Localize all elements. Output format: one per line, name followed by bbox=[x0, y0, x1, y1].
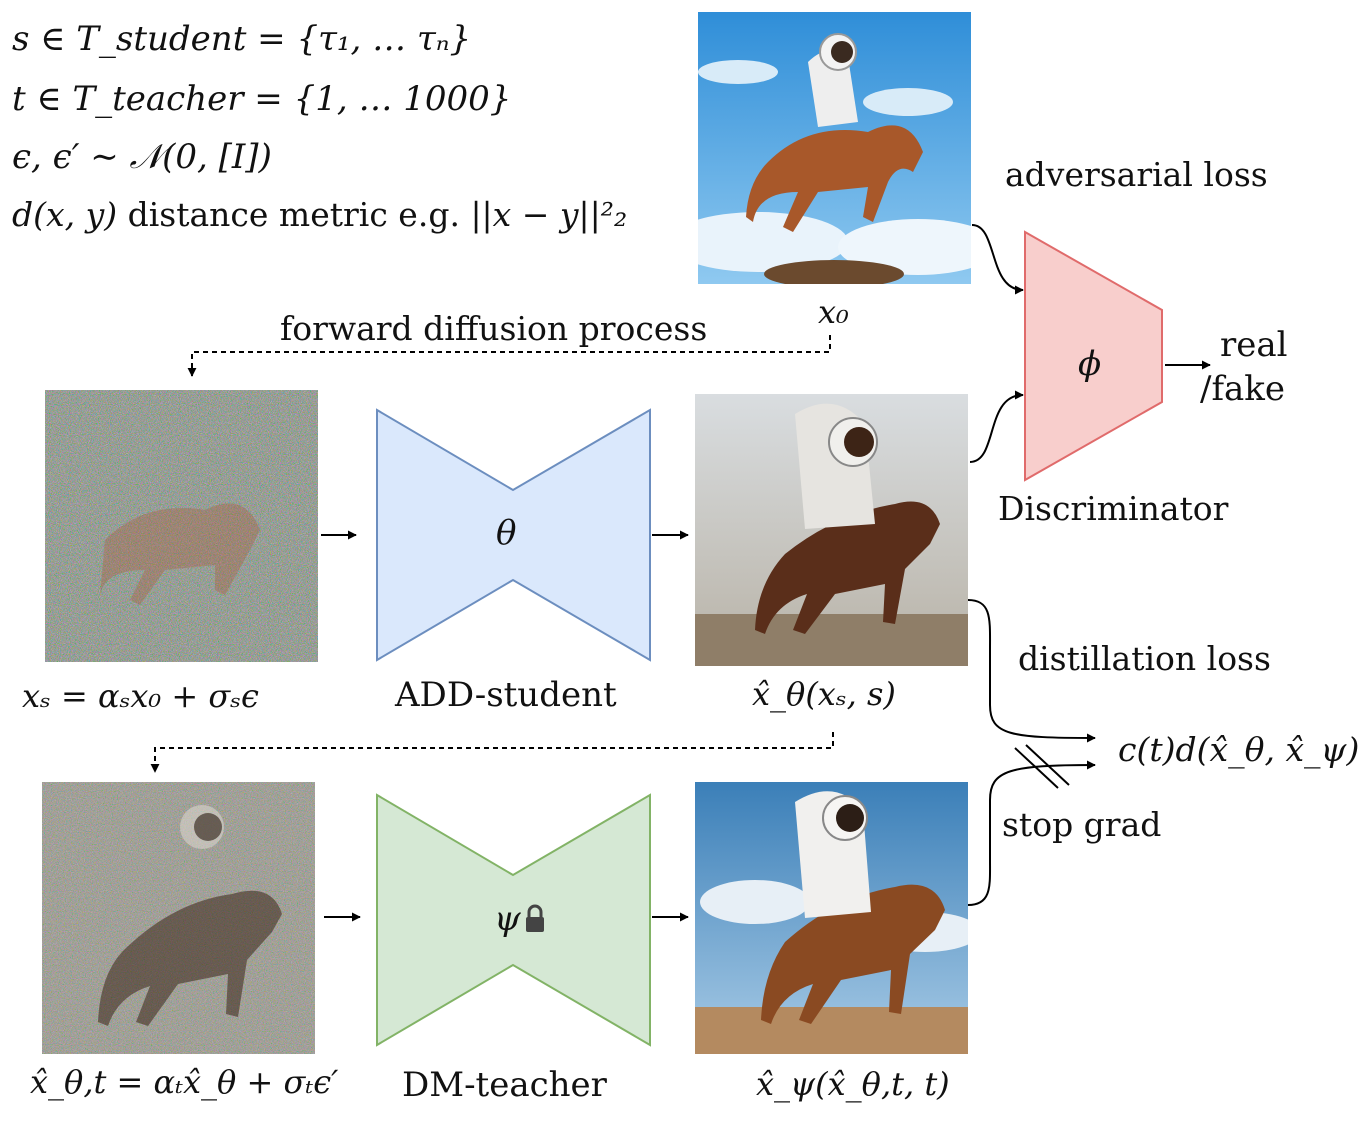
def-distance-norm: ||x − y||²₂ bbox=[470, 195, 628, 234]
teacher-output-image bbox=[695, 782, 968, 1054]
noisy-image-xs bbox=[45, 390, 318, 662]
def-distance-math: d(x, y) bbox=[12, 195, 118, 234]
def-distance: d(x, y) distance metric e.g. ||x − y||²₂ bbox=[12, 198, 627, 231]
def-student-timesteps: s ∈ T_student = {τ₁, … τₙ} bbox=[12, 19, 472, 59]
teacher-network-shape bbox=[376, 793, 651, 1047]
distillation-loss-label: distillation loss bbox=[1018, 639, 1271, 678]
student-network-shape bbox=[376, 408, 651, 662]
def-teacher-timesteps: t ∈ T_teacher = {1, … 1000} bbox=[12, 79, 512, 119]
teacher-output-label: x̂_ψ(x̂_θ,t, t) bbox=[756, 1065, 950, 1103]
discriminator-shape bbox=[1024, 230, 1163, 482]
xs-equation: xₛ = αₛx₀ + σₛϵ bbox=[22, 677, 259, 715]
xhat-theta-t-equation: x̂_θ,t = αₜx̂_θ + σₜϵ′ bbox=[30, 1063, 339, 1101]
renoise-arrow bbox=[150, 732, 834, 773]
arrow-teacher-output-to-loss bbox=[967, 760, 1096, 906]
real-label: real bbox=[1220, 325, 1288, 365]
real-image-x0 bbox=[698, 12, 971, 284]
lock-icon bbox=[526, 904, 544, 932]
def-distance-text: distance metric e.g. bbox=[127, 195, 460, 234]
forward-diffusion-label: forward diffusion process bbox=[280, 309, 708, 348]
stop-grad-mark bbox=[1014, 744, 1070, 789]
teacher-symbol-psi: ψ bbox=[494, 899, 521, 939]
add-student-label: ADD-student bbox=[395, 675, 617, 715]
arrow-x0-to-disc bbox=[971, 224, 1024, 295]
forward-diffusion-arrow bbox=[187, 335, 831, 377]
dm-teacher-label: DM-teacher bbox=[402, 1065, 607, 1105]
disc-symbol-phi: ϕ bbox=[1078, 344, 1102, 384]
arrow-student-output-to-disc bbox=[969, 390, 1024, 463]
student-symbol-theta: θ bbox=[496, 513, 517, 553]
adversarial-loss-label: adversarial loss bbox=[1005, 155, 1268, 194]
x0-label: x₀ bbox=[818, 293, 849, 331]
noisy-image-xhat-theta-t bbox=[42, 782, 315, 1054]
student-output-image bbox=[695, 394, 968, 666]
student-output-label: x̂_θ(xₛ, s) bbox=[752, 675, 896, 713]
fake-label: /fake bbox=[1200, 369, 1286, 409]
stop-grad-label: stop grad bbox=[1002, 805, 1162, 844]
arrow-student-output-to-loss bbox=[967, 599, 1096, 743]
discriminator-label: Discriminator bbox=[998, 489, 1229, 528]
def-noise: ϵ, ϵ′ ∼ 𝒩(0, [I]) bbox=[12, 137, 272, 177]
loss-formula: c(t)d(x̂_θ, x̂_ψ) bbox=[1118, 730, 1360, 769]
